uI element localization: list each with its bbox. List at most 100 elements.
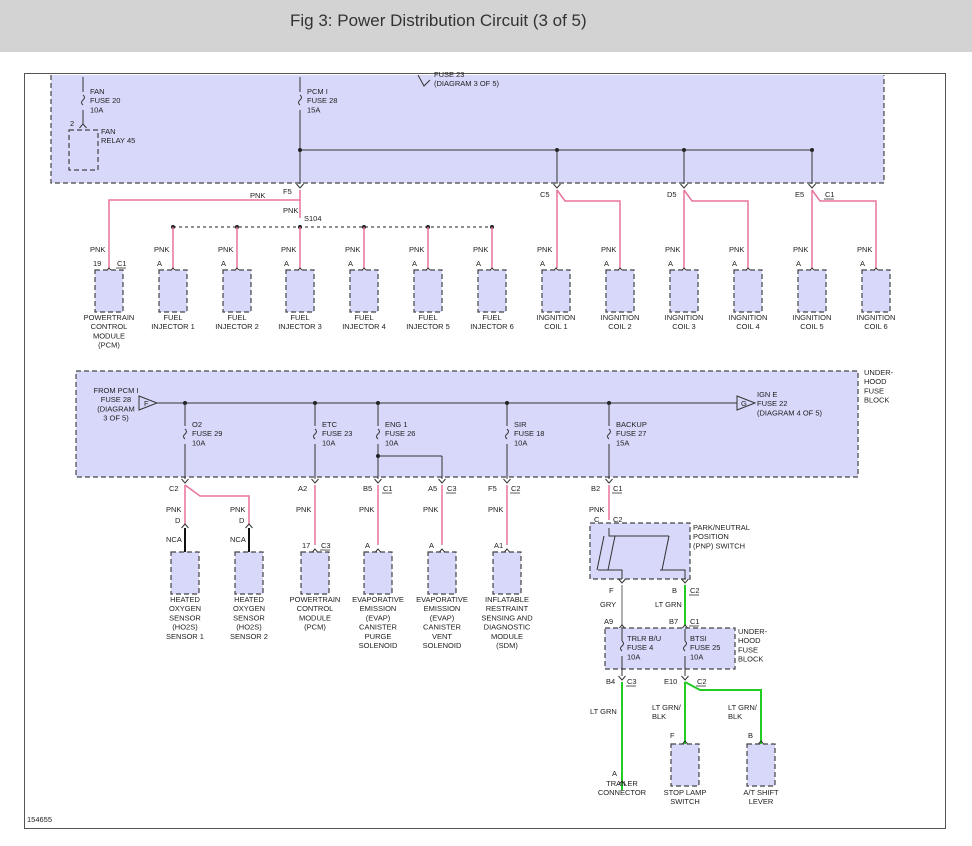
top-component-label: INJECTOR 2 bbox=[215, 322, 259, 331]
connector-c5 bbox=[553, 183, 561, 189]
top-component-11 bbox=[733, 269, 763, 313]
top-component-label: FUEL bbox=[418, 313, 437, 322]
wire-color-label: PNK bbox=[589, 505, 604, 514]
lower-block-label: UNDER- bbox=[738, 627, 768, 636]
bottom-component-1 bbox=[170, 551, 200, 595]
wire-color-label: NCA bbox=[166, 535, 182, 544]
ign-e-label: (DIAGRAM 4 OF 5) bbox=[757, 408, 823, 417]
fuse-symbol bbox=[505, 428, 509, 440]
bottom-component-label: HEATED bbox=[170, 595, 200, 604]
ign-e-label: IGN E bbox=[757, 390, 777, 399]
bottom-component-label: EMISSION bbox=[360, 604, 397, 613]
top-component-label: MODULE bbox=[93, 331, 125, 340]
fuse-label: 15A bbox=[616, 438, 629, 447]
top-component-label: INGNITION bbox=[793, 313, 832, 322]
bottom-component-label: (PCM) bbox=[304, 623, 326, 632]
coil-wire bbox=[556, 189, 621, 268]
from-pcm-arrow bbox=[138, 395, 159, 411]
pnp-contact bbox=[607, 535, 616, 571]
fuse-label: BACKUP bbox=[616, 420, 647, 429]
wire-color-label: PNK bbox=[230, 505, 245, 514]
top-component-label: FUEL bbox=[227, 313, 246, 322]
fan-relay-connector bbox=[79, 123, 87, 129]
bottom-component-label: HEATED bbox=[234, 595, 264, 604]
top-component-4 bbox=[285, 269, 315, 313]
lower-block-label: BLOCK bbox=[738, 655, 763, 664]
connector-d5-label: D5 bbox=[667, 190, 677, 199]
fuse-label: FUSE 26 bbox=[385, 429, 415, 438]
bottom-component-label: OXYGEN bbox=[233, 604, 265, 613]
pnp-internal bbox=[608, 528, 669, 537]
fuse-label: O2 bbox=[192, 420, 202, 429]
connector-symbol bbox=[605, 478, 613, 484]
bottom-component-label: INFLATABLE bbox=[485, 595, 529, 604]
bottom-component-label: SENSING AND bbox=[481, 613, 533, 622]
figure-id: 154655 bbox=[27, 815, 52, 824]
bottom-component-label: CANISTER bbox=[423, 623, 462, 632]
bottom-component-4 bbox=[363, 551, 393, 595]
bottom-component-label: (HO2S) bbox=[236, 623, 262, 632]
top-component-label: INGNITION bbox=[729, 313, 768, 322]
bottom-component-label: CANISTER bbox=[359, 623, 398, 632]
from-pcm-label: (DIAGRAM bbox=[97, 404, 135, 413]
btsi-fuse-label: 10A bbox=[690, 652, 703, 661]
fuse-label: 10A bbox=[322, 438, 335, 447]
wire-color-label: BLK bbox=[728, 712, 742, 721]
pcm-fuse-symbol bbox=[298, 94, 302, 106]
connector-c1-label: C1 bbox=[825, 190, 835, 199]
connector-c1-label: C1 bbox=[690, 617, 700, 626]
pin-label: A bbox=[860, 259, 865, 268]
top-component-label: INJECTOR 5 bbox=[406, 322, 450, 331]
trlr-fuse-symbol bbox=[620, 640, 624, 652]
wire-color-label: PNK bbox=[601, 245, 616, 254]
top-component-label: INJECTOR 6 bbox=[470, 322, 514, 331]
connector-a2-label: A2 bbox=[298, 484, 307, 493]
wire-color-label: PNK bbox=[729, 245, 744, 254]
bottom-component-label: (HO2S) bbox=[172, 623, 198, 632]
connector-e5 bbox=[808, 183, 816, 189]
pin-label: A bbox=[429, 541, 434, 550]
pnp-switch-label: (PNP) SWITCH bbox=[693, 541, 745, 550]
pin-label: A bbox=[348, 259, 353, 268]
fuse-symbol bbox=[313, 428, 317, 440]
ign-e-arrow bbox=[736, 395, 757, 411]
connector-d5 bbox=[680, 183, 688, 189]
bottom-component-label: (SDM) bbox=[496, 641, 518, 650]
trailer-label: TRAILER bbox=[606, 779, 638, 788]
bottom-component-label: SOLENOID bbox=[423, 641, 462, 650]
connector-e10-label: E10 bbox=[664, 677, 677, 686]
trlr-fuse-label: 10A bbox=[627, 652, 640, 661]
connector-b4-label: B4 bbox=[606, 677, 615, 686]
pin-label: A bbox=[157, 259, 162, 268]
bottom-component-label: EVAPORATIVE bbox=[416, 595, 468, 604]
top-component-label: CONTROL bbox=[91, 322, 128, 331]
pin-label: 19 bbox=[93, 259, 101, 268]
top-component-label: INJECTOR 3 bbox=[278, 322, 322, 331]
pnp-contact bbox=[661, 535, 670, 571]
lower-block-label: HOOD bbox=[738, 636, 761, 645]
pnp-internal bbox=[598, 569, 623, 579]
trlr-fuse-label: TRLR B/U bbox=[627, 634, 661, 643]
at-shift-wire bbox=[684, 681, 762, 745]
btsi-fuse-symbol bbox=[683, 640, 687, 652]
top-component-8 bbox=[541, 269, 571, 313]
splice-label: S104 bbox=[304, 214, 322, 223]
lower-fuse-block bbox=[604, 627, 736, 670]
fan-relay-label: FAN bbox=[101, 127, 116, 136]
at-shift-label: LEVER bbox=[749, 797, 774, 806]
bottom-component-label: MODULE bbox=[299, 613, 331, 622]
pnp-switch bbox=[589, 522, 691, 580]
bottom-component-label: MODULE bbox=[491, 632, 523, 641]
bottom-component-6 bbox=[492, 551, 522, 595]
connector-symbol bbox=[438, 478, 446, 484]
pnp-contact bbox=[596, 535, 605, 571]
pin-label: A bbox=[284, 259, 289, 268]
connector-c1-label: C1 bbox=[613, 484, 623, 493]
connector-a9-label: A9 bbox=[604, 617, 613, 626]
fan-relay-label: RELAY 45 bbox=[101, 136, 135, 145]
top-component-12 bbox=[797, 269, 827, 313]
connector-symbol bbox=[618, 675, 626, 681]
pcm-fuse-label: FUSE 28 bbox=[307, 96, 337, 105]
o2-wire bbox=[184, 484, 250, 525]
